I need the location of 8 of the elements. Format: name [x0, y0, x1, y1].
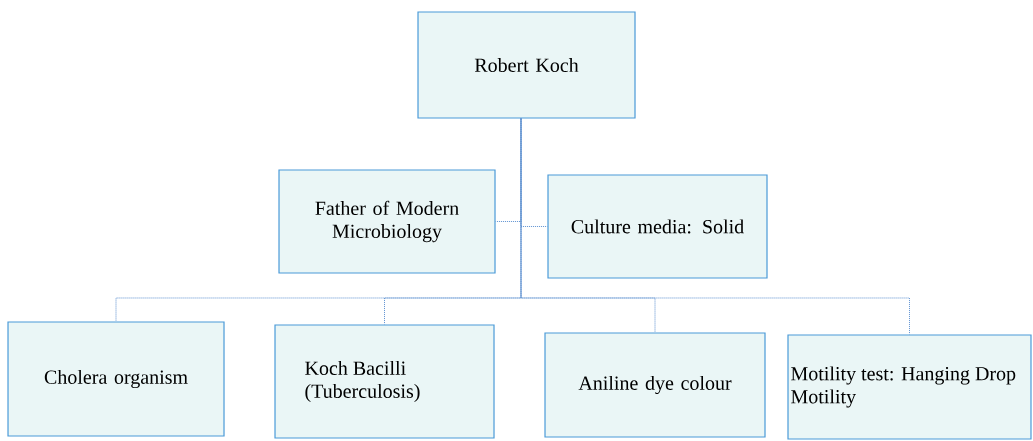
- connector-line: [520, 118, 910, 335]
- text-box: Cholera organism: [7, 321, 225, 437]
- text-box: Robert Koch: [417, 11, 636, 119]
- text-box: Culture media: Solid: [547, 174, 768, 279]
- text-box: Father of Modern Microbiology: [278, 169, 496, 274]
- text-box: Aniline dye colour: [544, 332, 766, 438]
- text-box: Motility test: Hanging Drop Motility: [787, 334, 1032, 440]
- text-box: Koch Bacilli (Tuberculosis): [274, 324, 495, 439]
